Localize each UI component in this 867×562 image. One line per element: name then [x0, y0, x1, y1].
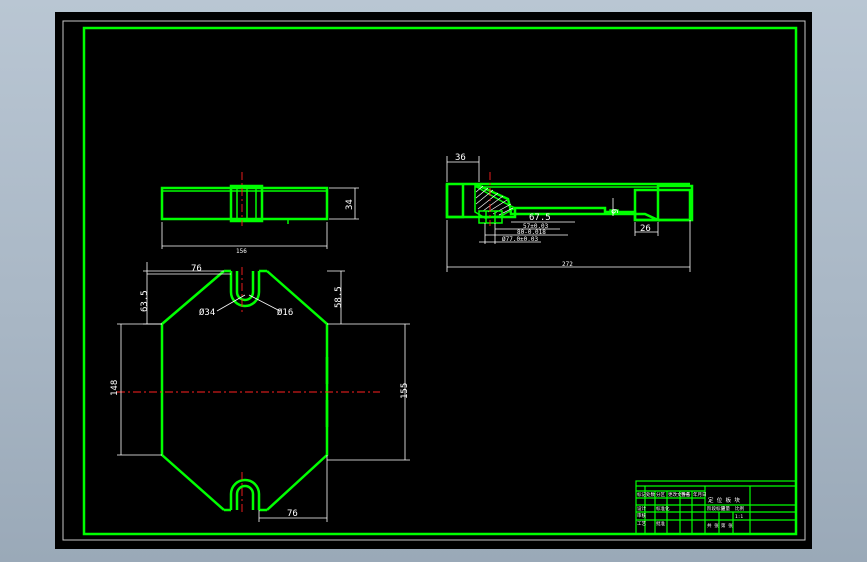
plan-big-dia-leader: [216, 294, 246, 312]
title-block-cell-14: 共 张: [707, 522, 719, 529]
plan-big-dia-label: Ø34: [199, 307, 215, 318]
title-block-cell-10: 批准: [656, 520, 665, 527]
top-view: 156 34: [160, 172, 359, 255]
side-total-label: 272: [562, 261, 573, 268]
title-block-cell-8: 审核: [637, 512, 646, 519]
side-small-label: 9: [611, 209, 621, 214]
side-view-left-block: [445, 184, 465, 219]
top-width-label: 156: [236, 248, 247, 255]
side-fit2-label: 80-0.018: [517, 229, 546, 236]
side-view-hatch-boundary: [474, 184, 517, 219]
title-block-cell-15: 第 张: [721, 522, 733, 529]
title-block-cell-6: 设计: [637, 505, 646, 512]
title-block: 定 位 板 块 标记 处数 分区 更改文件号 签名 年月日 设计 标准化 审核 …: [635, 480, 797, 535]
plan-view-top-notch-inner: [235, 271, 255, 302]
title-block-cell-0: 标记: [637, 491, 646, 498]
plan-view-outline: [160, 270, 329, 511]
plan-view: 63.5 76 148 58.5 155 76 Ø34 Ø16: [110, 262, 410, 522]
title-block-cell-4: 签名: [681, 491, 690, 498]
plan-bottom-right-label: 76: [287, 509, 298, 519]
plan-view-bottom-notch-inner: [235, 484, 255, 510]
side-view: 36 67.5 57±0.03 80-0.018 Ø77.0±0.03 9 26…: [445, 153, 694, 272]
side-fit1-label: 57±0.03: [523, 223, 549, 230]
top-height-label: 34: [345, 199, 355, 210]
plan-right-offset-label: 58.5: [334, 286, 344, 308]
cad-viewport[interactable]: 156 34: [55, 12, 812, 549]
title-block-frame: [635, 480, 797, 535]
title-block-cell-1: 处数: [646, 491, 655, 498]
plan-view-top-notch-outer: [229, 271, 261, 308]
side-fit3-label: Ø77.0±0.03: [502, 236, 539, 243]
title-block-cell-2: 分区: [656, 491, 665, 498]
title-block-cell-5: 年月日: [693, 491, 707, 498]
side-flange-label: 36: [455, 153, 466, 163]
title-block-cell-9: 工艺: [637, 521, 646, 527]
plan-small-dia-label: Ø16: [277, 307, 293, 318]
plan-left-height-label: 148: [110, 380, 120, 396]
side-view-small-feature: [609, 209, 619, 215]
sheet-border-inner: [82, 26, 798, 536]
plan-top-left-label: 76: [191, 264, 202, 274]
title-block-cell-12: 重量: [721, 505, 730, 512]
plan-view-bottom-notch-outer: [229, 478, 261, 510]
plan-right-height-label: 155: [400, 383, 410, 399]
side-view-bushing: [478, 210, 503, 224]
plan-small-dia-leader: [248, 294, 281, 312]
side-slot-label: 26: [640, 224, 651, 234]
title-block-cell-16: 1:1: [735, 514, 743, 520]
plan-left-offset-label: 63.5: [140, 290, 150, 312]
title-block-cell-13: 比例: [735, 505, 744, 512]
side-view-right-end: [633, 188, 692, 222]
title-block-cell-11: 阶段标记: [707, 505, 725, 512]
drawing-canvas: 156 34: [62, 20, 806, 541]
title-block-cell-3: 更改文件号: [668, 491, 691, 498]
side-view-hatch: [475, 185, 514, 216]
sheet-border-outer: [62, 20, 806, 541]
side-h1-label: 67.5: [529, 213, 551, 223]
top-view-body: [160, 186, 329, 221]
title-block-cell-7: 标准化: [656, 505, 670, 512]
title-block-drawing-title: 定 位 板 块: [708, 496, 740, 504]
